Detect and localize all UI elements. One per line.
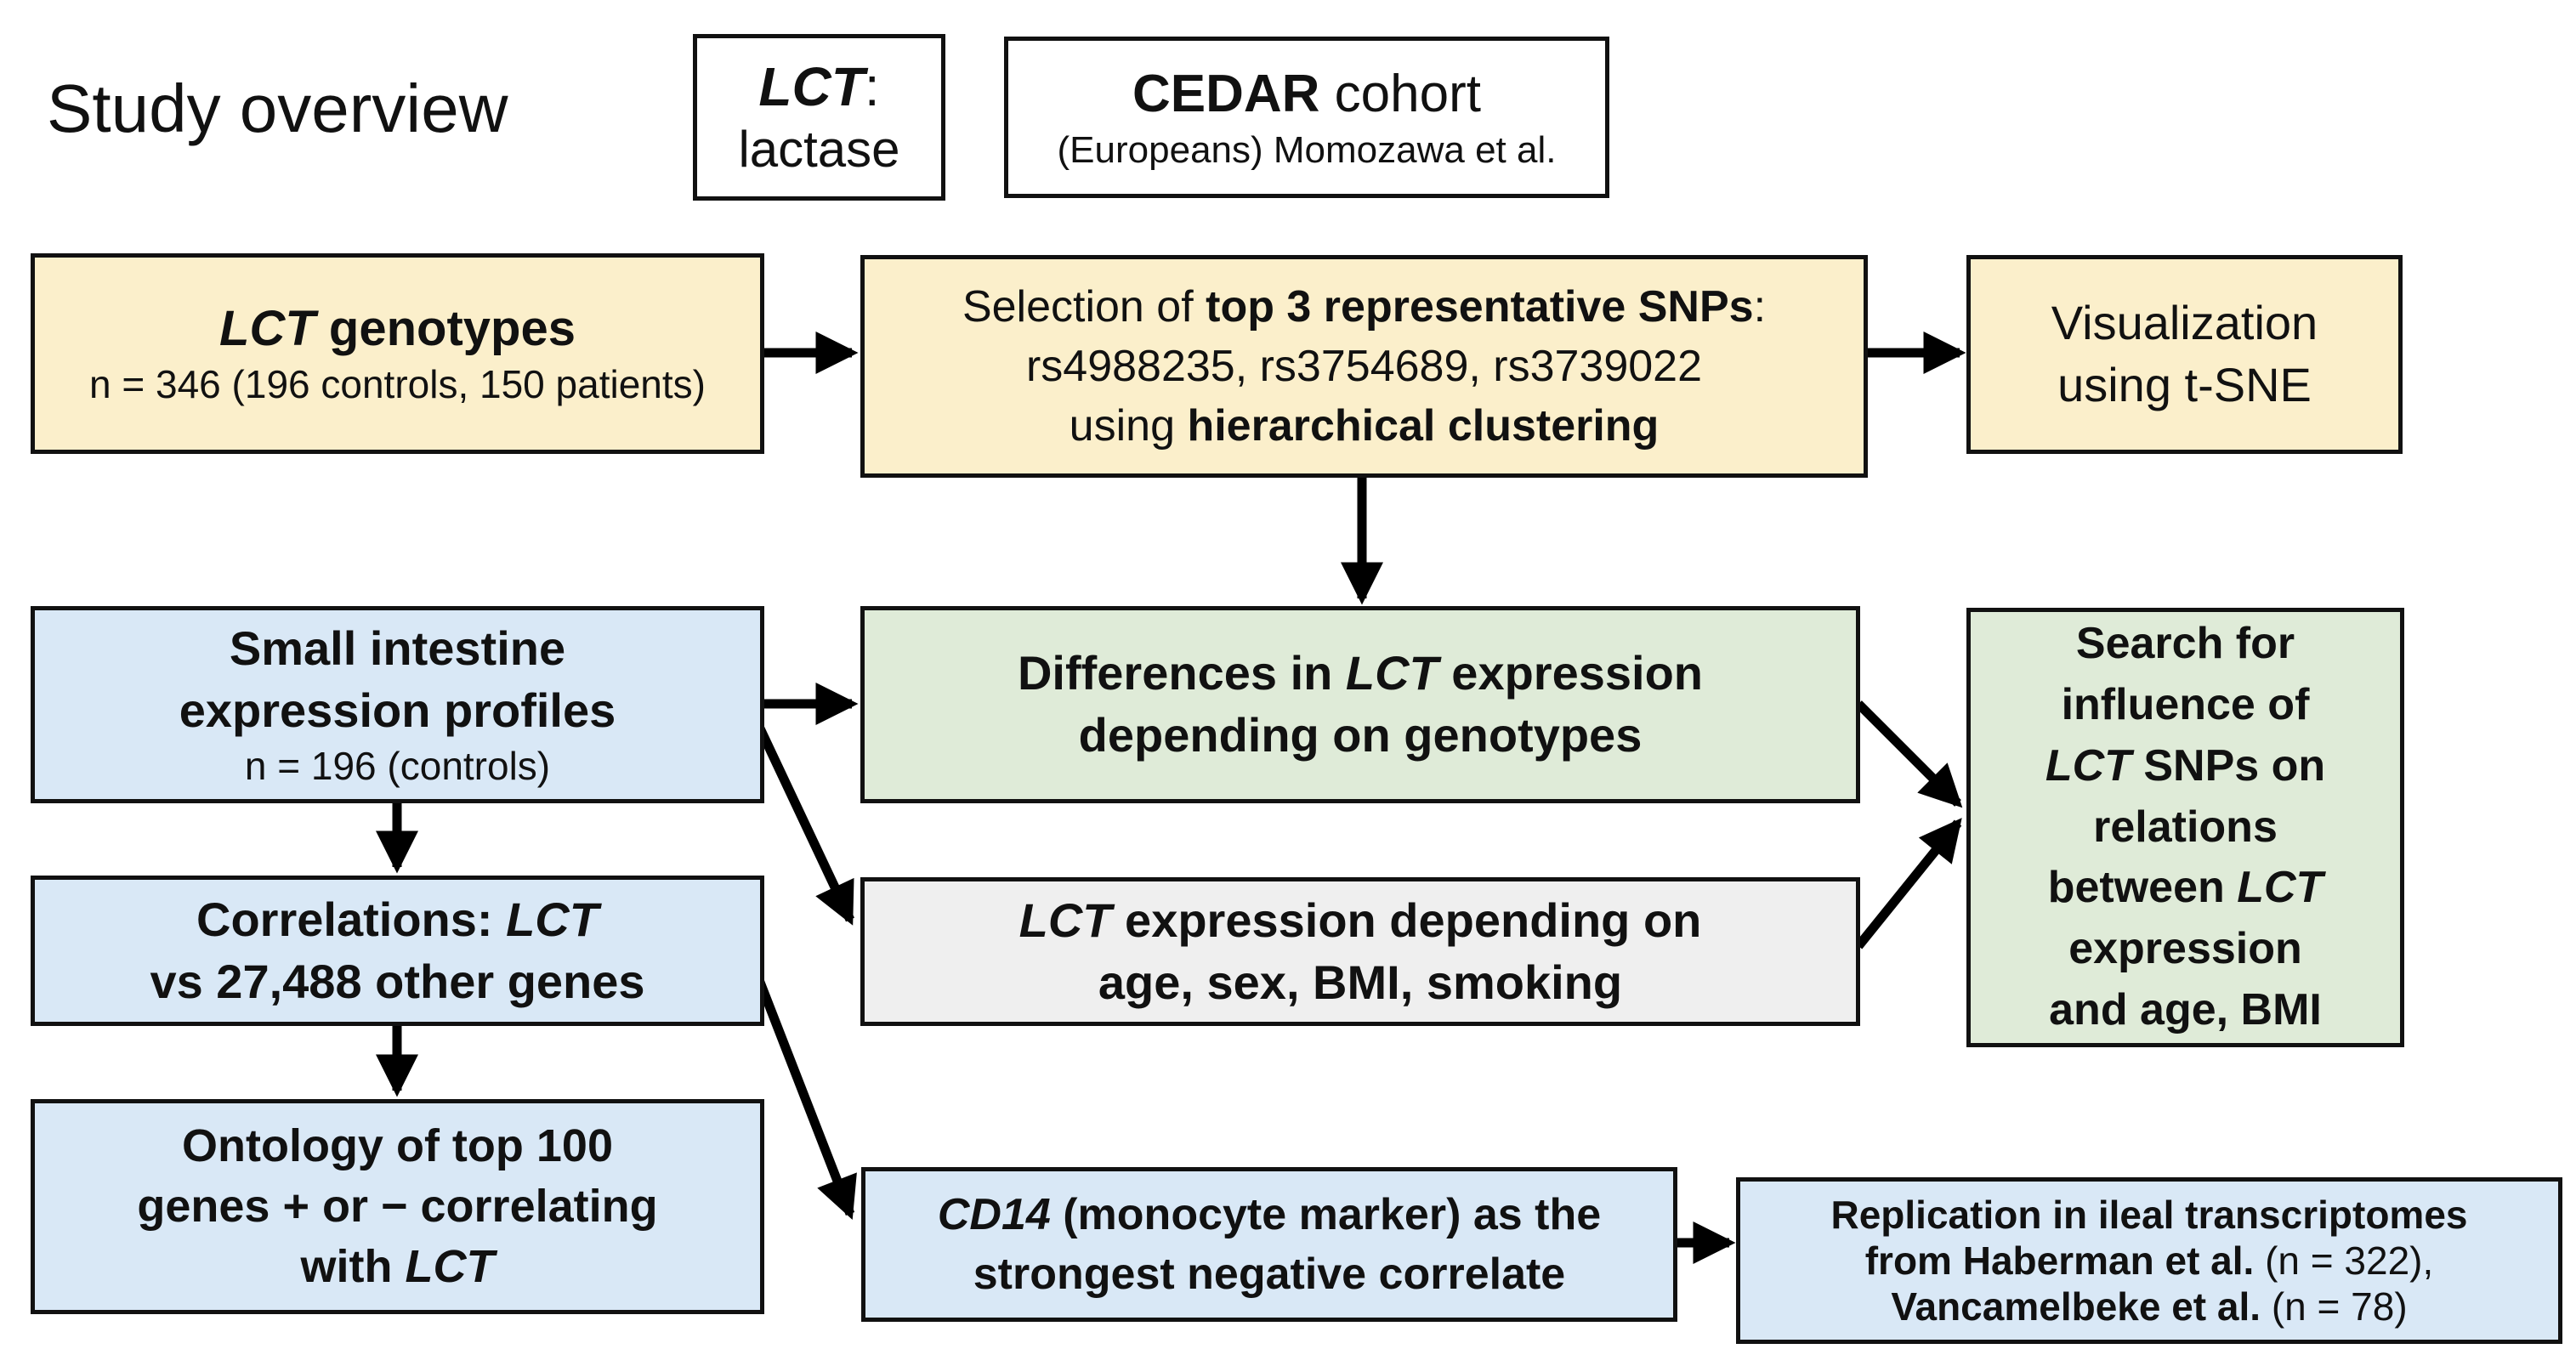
legend-cedar-title: CEDAR cohort	[1132, 64, 1481, 123]
correlations-line2: vs 27,488 other genes	[150, 954, 645, 1008]
covariates-line2: age, sex, BMI, smoking	[1098, 955, 1623, 1009]
replication-line3: Vancamelbeke et al. (n = 78)	[1891, 1284, 2408, 1329]
replication-line2: from Haberman et al. (n = 322),	[1864, 1238, 2434, 1283]
lct-genotypes-sample: n = 346 (196 controls, 150 patients)	[89, 361, 706, 406]
cd14-line2: strongest negative correlate	[973, 1250, 1566, 1299]
small-intestine-sample: n = 196 (controls)	[244, 744, 551, 789]
box-replication: Replication in ileal transcriptomes from…	[1736, 1177, 2562, 1344]
page-title: Study overview	[47, 71, 508, 146]
snp-selection-line3: using hierarchical clustering	[1069, 401, 1660, 451]
box-tsne: Visualization using t-SNE	[1966, 255, 2403, 454]
search-line6: expression	[2068, 924, 2302, 974]
snp-selection-line1: Selection of top 3 representative SNPs:	[962, 281, 1767, 332]
snp-selection-line2: rs4988235, rs3754689, rs3739022	[1025, 341, 1703, 391]
box-ontology: Ontology of top 100 genes + or − correla…	[31, 1099, 764, 1314]
arrow-covariates-to-search	[1854, 818, 1962, 949]
legend-cedar-box: CEDAR cohort (Europeans) Momozawa et al.	[1004, 37, 1609, 198]
ontology-line3: with LCT	[300, 1241, 495, 1293]
legend-lct-box: LCT: lactase	[693, 34, 945, 201]
search-line2: influence of	[2061, 680, 2310, 730]
cd14-line1: CD14 (monocyte marker) as the	[937, 1189, 1602, 1239]
search-line1: Search for	[2075, 619, 2295, 669]
arrow-correlations-to-cd14	[750, 967, 857, 1220]
legend-lct-definition: lactase	[738, 121, 900, 179]
box-search-influence: Search for influence of LCT SNPs on rela…	[1966, 608, 2404, 1047]
search-line4: relations	[2093, 802, 2278, 852]
arrow-differences-to-search	[1855, 700, 1963, 808]
box-small-intestine: Small intestine expression profiles n = …	[31, 606, 764, 803]
search-line5: between LCT	[2047, 863, 2324, 913]
box-snp-selection: Selection of top 3 representative SNPs: …	[860, 255, 1868, 478]
small-intestine-line2: expression profiles	[179, 683, 616, 738]
box-differences: Differences in LCT expression depending …	[860, 606, 1860, 803]
box-correlations: Correlations: LCT vs 27,488 other genes	[31, 876, 764, 1026]
search-line3: LCT SNPs on	[2045, 740, 2326, 791]
differences-line2: depending on genotypes	[1078, 708, 1643, 762]
ontology-line1: Ontology of top 100	[182, 1119, 613, 1171]
search-line7: and age, BMI	[2049, 984, 2322, 1034]
legend-lct-line1: LCT:	[758, 55, 880, 117]
lct-genotypes-title: LCT genotypes	[219, 301, 576, 356]
box-covariates: LCT expression depending on age, sex, BM…	[860, 877, 1860, 1026]
tsne-line1: Visualization	[2051, 296, 2318, 350]
tsne-line2: using t-SNE	[2057, 358, 2312, 411]
correlations-line1: Correlations: LCT	[196, 892, 599, 946]
small-intestine-line1: Small intestine	[229, 621, 566, 676]
box-lct-genotypes: LCT genotypes n = 346 (196 controls, 150…	[31, 253, 764, 454]
box-cd14: CD14 (monocyte marker) as the strongest …	[861, 1167, 1677, 1322]
differences-line1: Differences in LCT expression	[1017, 646, 1704, 700]
arrow-intestine-to-covariates	[749, 711, 854, 926]
legend-cedar-source: (Europeans) Momozawa et al.	[1057, 129, 1557, 172]
covariates-line1: LCT expression depending on	[1018, 893, 1702, 947]
replication-line1: Replication in ileal transcriptomes	[1830, 1192, 2468, 1237]
ontology-line2: genes + or − correlating	[137, 1180, 658, 1232]
